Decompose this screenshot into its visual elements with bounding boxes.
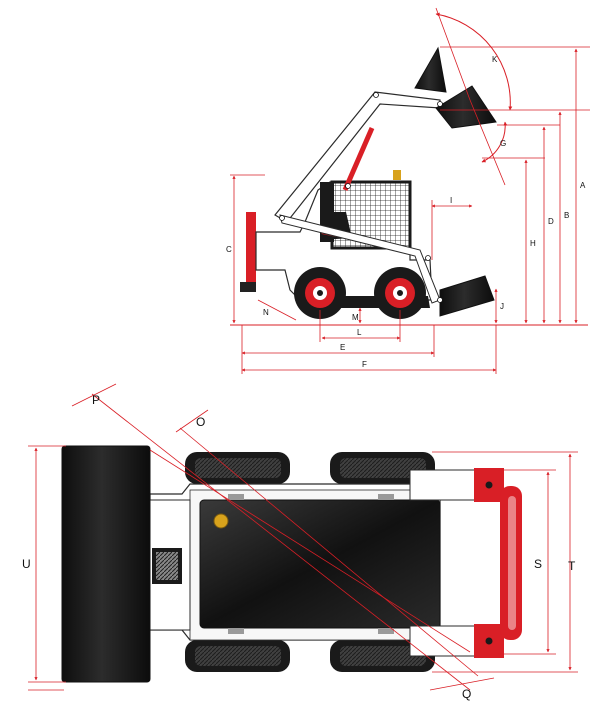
frame-brackets — [228, 494, 394, 634]
rear-counterweight — [246, 212, 256, 292]
label-I: I — [450, 196, 452, 205]
front-wheel — [294, 267, 346, 319]
label-H: H — [530, 239, 536, 248]
dump-arc-G — [481, 121, 508, 163]
dump-arc-K — [435, 12, 513, 111]
label-A: A — [580, 181, 586, 190]
lift-arm-lowered — [279, 214, 441, 304]
label-D: D — [548, 217, 554, 226]
top-view-dim-lines — [28, 445, 578, 691]
label-B: B — [564, 211, 569, 220]
tire-front-right — [185, 640, 290, 672]
label-O: O — [196, 415, 205, 429]
label-T: T — [568, 559, 576, 573]
tire-front-left — [185, 452, 290, 484]
label-Q: Q — [462, 687, 471, 701]
turning-radius-lines — [71, 383, 495, 691]
label-U: U — [22, 557, 31, 571]
bucket-top-view — [61, 445, 151, 683]
label-C: C — [226, 245, 232, 254]
operator-deck — [199, 499, 441, 629]
label-F: F — [362, 360, 367, 369]
beacon-light — [393, 170, 401, 180]
lift-cylinder — [342, 127, 375, 191]
bucket-top-dump — [414, 46, 447, 93]
label-P: P — [92, 393, 100, 407]
top-view: O P Q S T U — [22, 383, 578, 701]
label-M: M — [352, 313, 359, 322]
vertical-dim-lines — [230, 46, 590, 324]
rear-wheel — [374, 267, 426, 319]
label-N: N — [263, 308, 269, 317]
horizontal-dim-lines — [241, 200, 497, 374]
fuel-cap — [213, 513, 229, 529]
label-J: J — [500, 302, 504, 311]
tire-rear-right — [330, 640, 435, 672]
label-K: K — [492, 55, 498, 64]
bucket-ground — [439, 275, 495, 317]
rear-bumper — [500, 486, 522, 640]
label-S: S — [534, 557, 542, 571]
label-L: L — [357, 328, 362, 337]
label-G: G — [500, 139, 506, 148]
side-view: A B C D E F G H I J K L M N — [226, 7, 590, 374]
tire-rear-left — [330, 452, 435, 484]
engine-cover — [409, 469, 476, 501]
label-E: E — [340, 343, 345, 352]
